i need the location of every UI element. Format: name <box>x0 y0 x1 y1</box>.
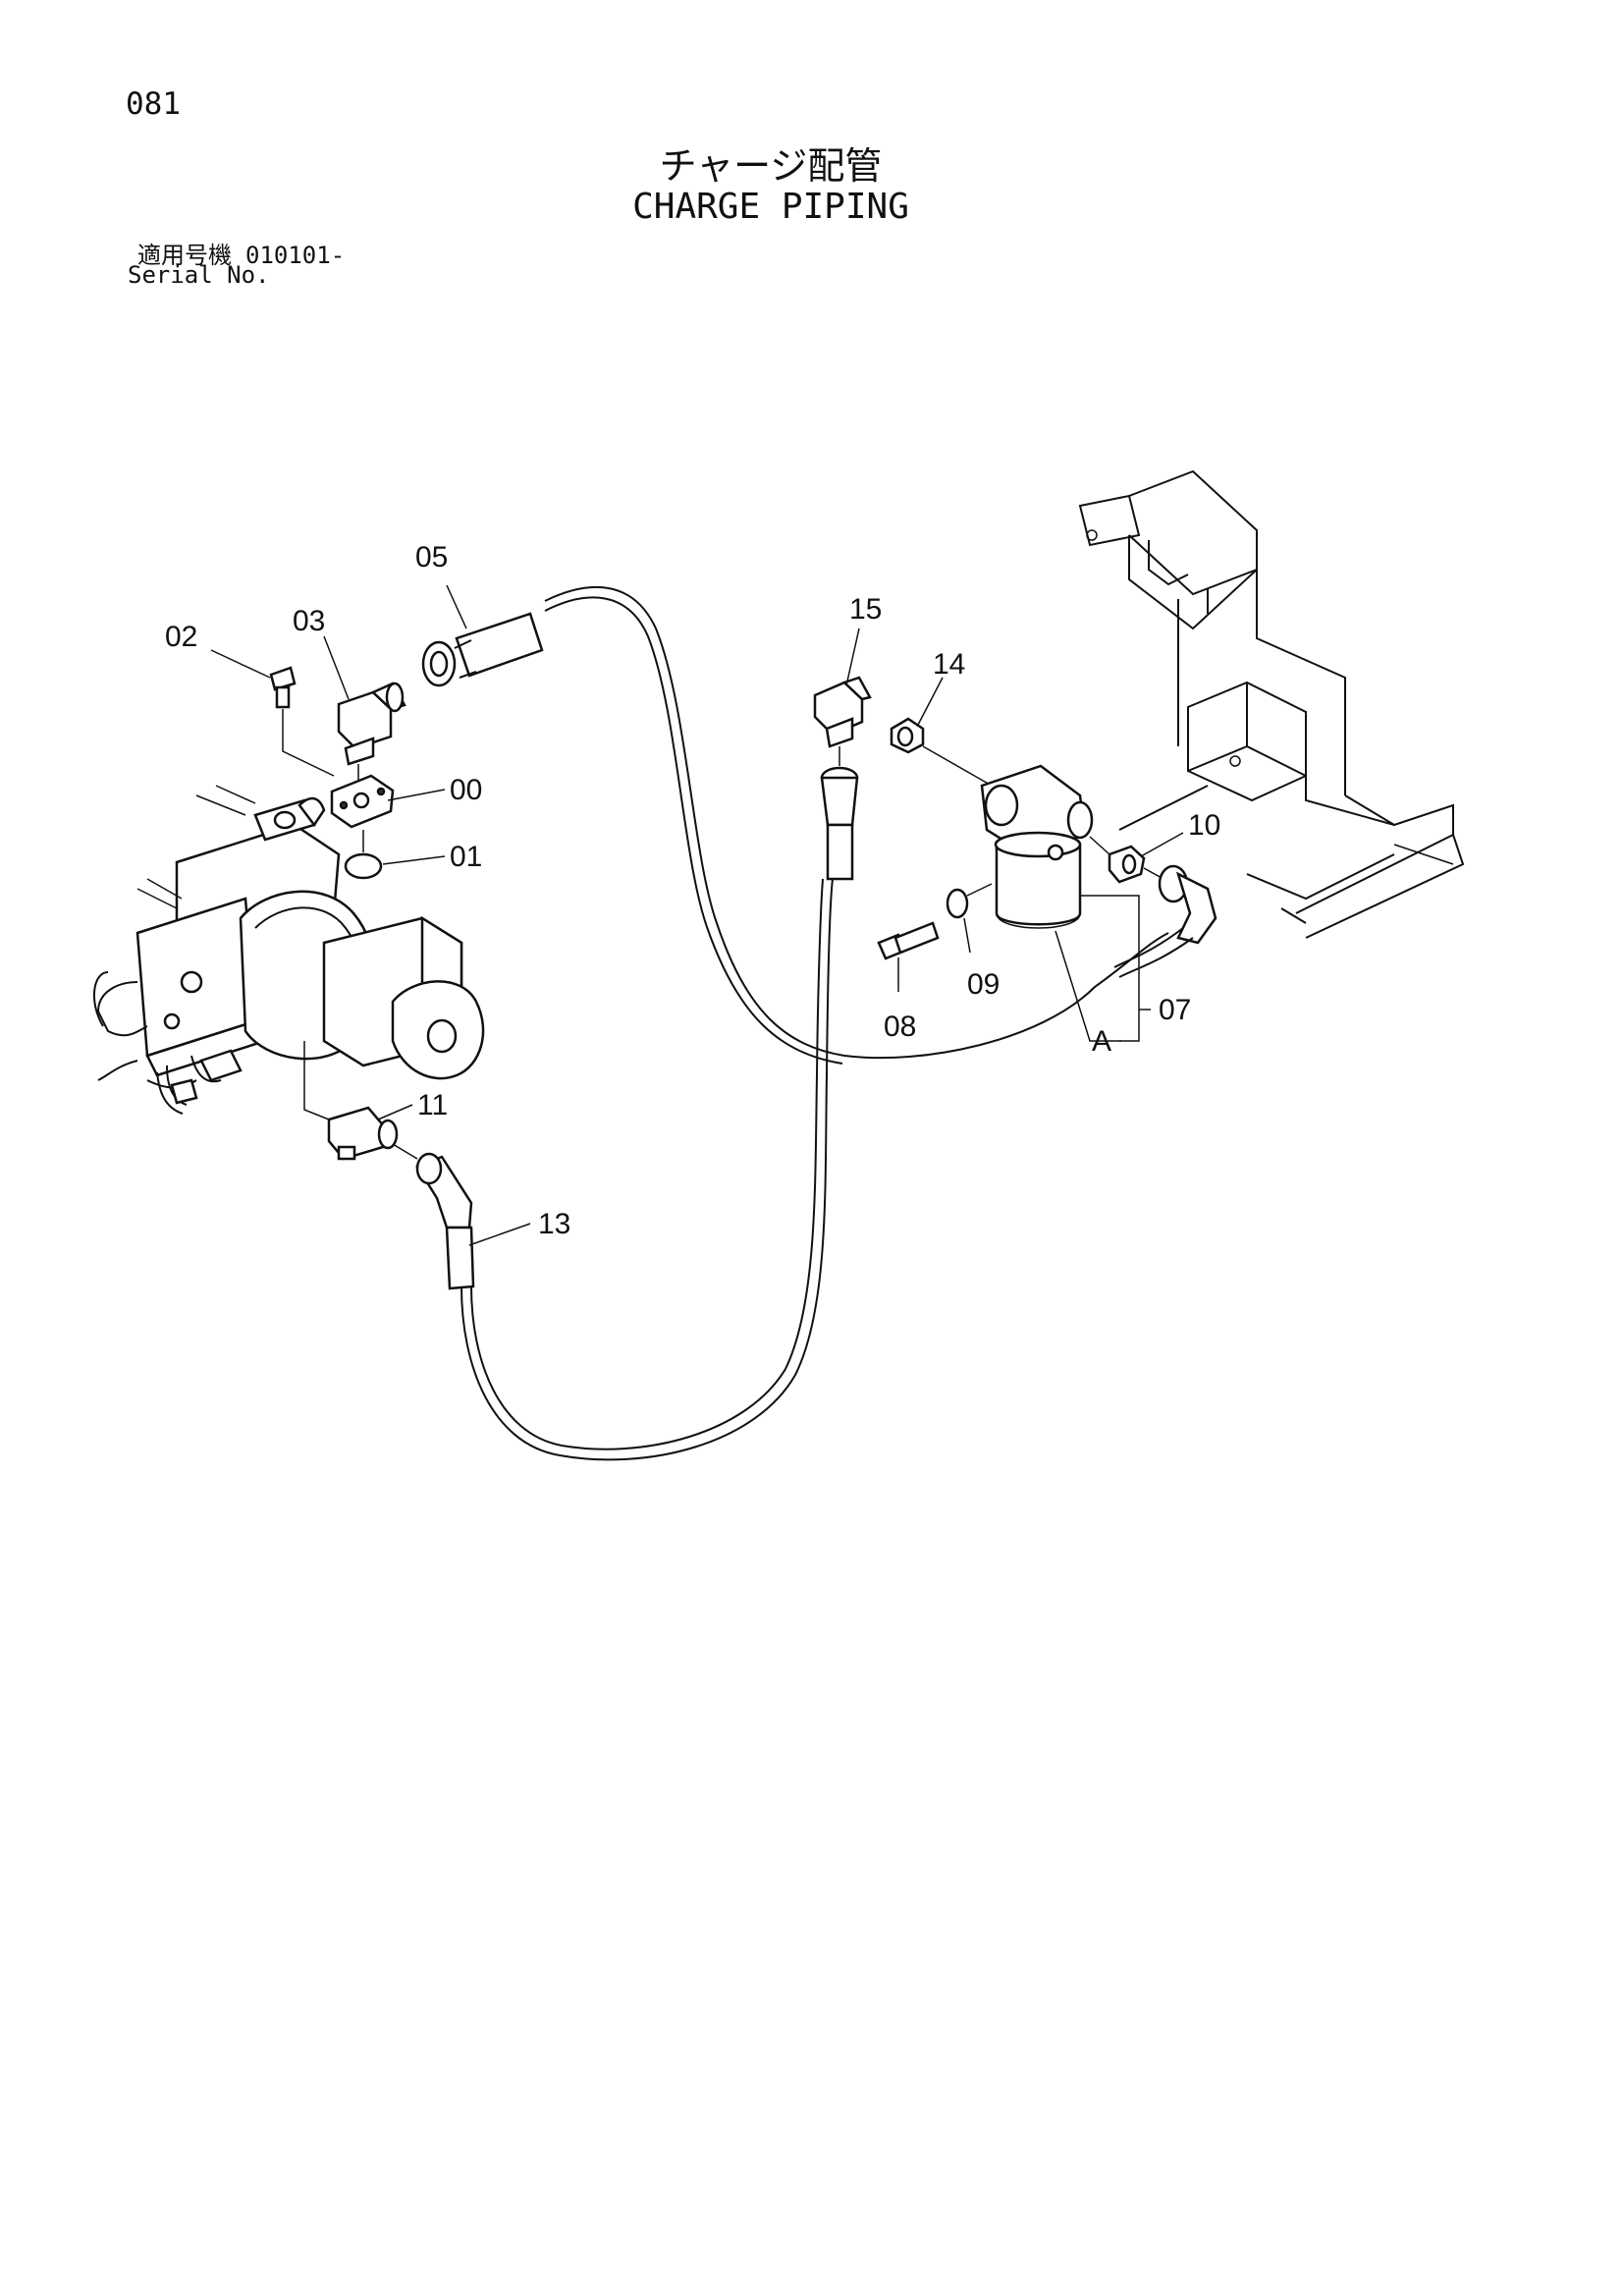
elbow-fitting-03 <box>337 682 406 766</box>
callout-07: 07 <box>1159 994 1191 1026</box>
nut-14 <box>890 717 925 754</box>
pump-assembly <box>92 785 485 1115</box>
callout-08: 08 <box>884 1011 916 1043</box>
washer-09 <box>946 888 969 919</box>
leader-09-filter <box>966 883 993 897</box>
hose-05-loop <box>544 585 1169 1060</box>
callout-03: 03 <box>293 605 325 637</box>
hose-fitting-05 <box>421 612 544 687</box>
callout-14: 14 <box>933 648 965 681</box>
page-number: 081 <box>126 86 181 122</box>
leader-14-filter <box>922 745 993 787</box>
callout-13: 13 <box>538 1208 570 1240</box>
callout-09: 09 <box>967 968 1000 1001</box>
leader-11-13 <box>392 1143 418 1160</box>
mounting-bracket <box>1078 469 1465 939</box>
serial-code: 010101- <box>245 242 346 269</box>
filter-assembly-07 <box>980 764 1094 929</box>
leader-02 <box>282 709 335 777</box>
hose-13-loop-inner <box>470 878 824 1450</box>
callout-leaders <box>210 584 1184 1246</box>
callout-05: 05 <box>415 541 448 574</box>
callout-A: A <box>1092 1025 1111 1058</box>
bolt-02 <box>269 666 297 709</box>
bolt-08 <box>877 921 940 960</box>
fitting-10 <box>1108 845 1146 884</box>
callout-00: 00 <box>450 774 482 806</box>
hose-fitting-13 <box>415 1152 475 1290</box>
serial-line-japanese: 適用号機 010101- <box>137 236 345 270</box>
hose-filter-outlet <box>1113 864 1217 978</box>
callout-02: 02 <box>165 621 197 653</box>
flange-00 <box>330 774 395 829</box>
callout-11: 11 <box>417 1089 448 1121</box>
hose-13-loop <box>460 878 834 1461</box>
fitting-11 <box>327 1106 399 1161</box>
callout-15: 15 <box>849 593 882 626</box>
callout-10: 10 <box>1188 809 1220 842</box>
serial-label-japanese: 適用号機 <box>137 242 232 269</box>
o-ring-01 <box>344 852 383 880</box>
page-title-english: CHARGE PIPING <box>632 187 909 227</box>
leader-pump-11 <box>303 1041 330 1121</box>
hose-05-loop-inner <box>544 596 843 1065</box>
leader-filter-10 <box>1089 836 1110 855</box>
elbow-fitting-15 <box>813 676 872 748</box>
serial-label-english: Serial No. <box>128 261 270 289</box>
page-title-japanese: チャージ配管 <box>659 144 883 188</box>
hose-fitting-15 <box>820 766 859 881</box>
callout-01: 01 <box>450 841 482 873</box>
